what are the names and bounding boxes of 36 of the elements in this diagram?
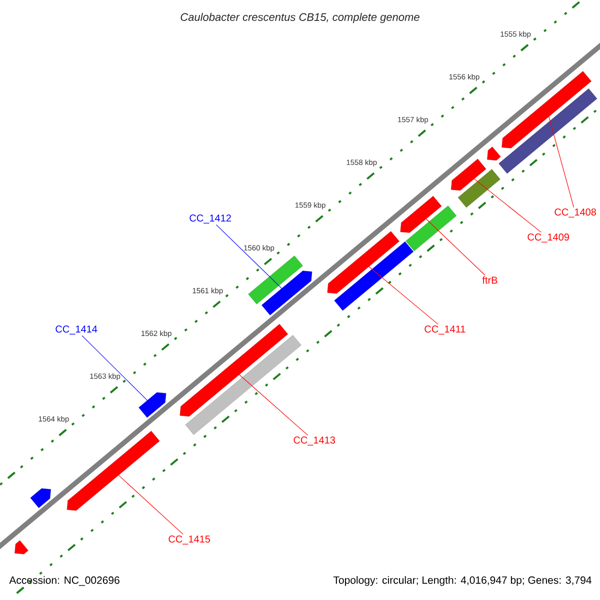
feature-bar [248,256,303,304]
gene-block [138,392,166,418]
gene-block [14,540,28,554]
leader-line [548,116,574,208]
gene-block [400,196,442,233]
leader-line [474,178,542,233]
gene-label: CC_1414 [56,326,98,334]
gene-label: CC_1415 [168,536,210,544]
gene-block [262,270,312,316]
gene-block [451,158,486,191]
feature-bar [498,88,598,174]
gene-label: ftrB [482,276,498,284]
footer-text: Accession: NC_002696 [9,576,120,586]
gene-label: CC_1412 [190,214,231,224]
gene-block [327,231,400,294]
gene-block [487,146,501,160]
feature-bar [458,169,500,208]
leader-line [368,266,438,325]
leader-line [118,474,184,535]
gene-label: CC_1409 [528,234,569,242]
leader-line [82,335,148,401]
gene-block [66,430,160,511]
leader-line [216,224,282,289]
footer-text: Topology: circular; Length: 4,016,947 bp; Genes: 3,794 [333,576,592,586]
feature-bar [185,334,302,435]
gene-label: CC_1413 [294,436,335,446]
leader-line [426,218,486,276]
gene-label: CC_1411 [424,326,466,334]
leader-line [238,374,308,436]
title: Caulobacter crescentus CB15, complete genome [180,12,420,24]
gene-block [180,324,288,417]
feature-bar [406,206,457,252]
gene-block [502,71,592,148]
feature-bar [334,242,414,311]
gene-block [30,488,51,508]
gene-label: CC_1408 [554,208,596,218]
